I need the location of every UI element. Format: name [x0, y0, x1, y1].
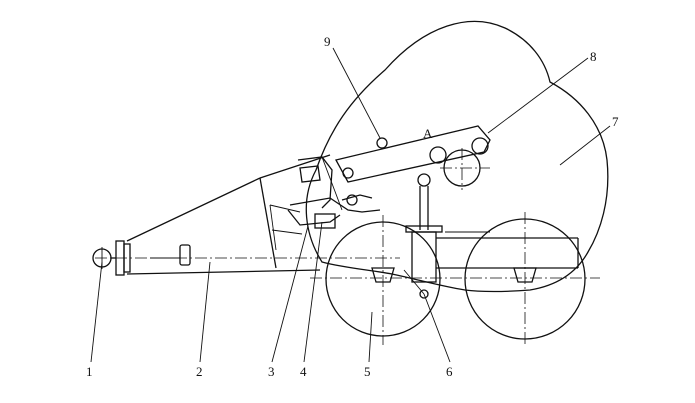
rear-frame	[436, 231, 579, 269]
leader-lines	[90, 47, 611, 363]
boom-arm	[95, 154, 400, 275]
rear-hub	[513, 267, 537, 283]
callout-1: 1	[86, 364, 93, 379]
callout-5: 5	[364, 364, 371, 379]
callout-7: 7	[612, 114, 619, 129]
callout-4: 4	[300, 364, 307, 379]
mark-a: A	[423, 126, 433, 141]
boom-handle	[150, 244, 191, 266]
vertical-strut	[403, 173, 443, 299]
callout-3: 3	[268, 364, 275, 379]
callout-2: 2	[196, 364, 203, 379]
upper-lever	[335, 125, 491, 206]
callout-6: 6	[446, 364, 453, 379]
front-hub	[371, 267, 395, 283]
cam-body	[305, 20, 609, 293]
callout-9: 9	[324, 34, 331, 49]
linkage-mechanism	[287, 156, 381, 229]
callout-8: 8	[590, 49, 597, 64]
